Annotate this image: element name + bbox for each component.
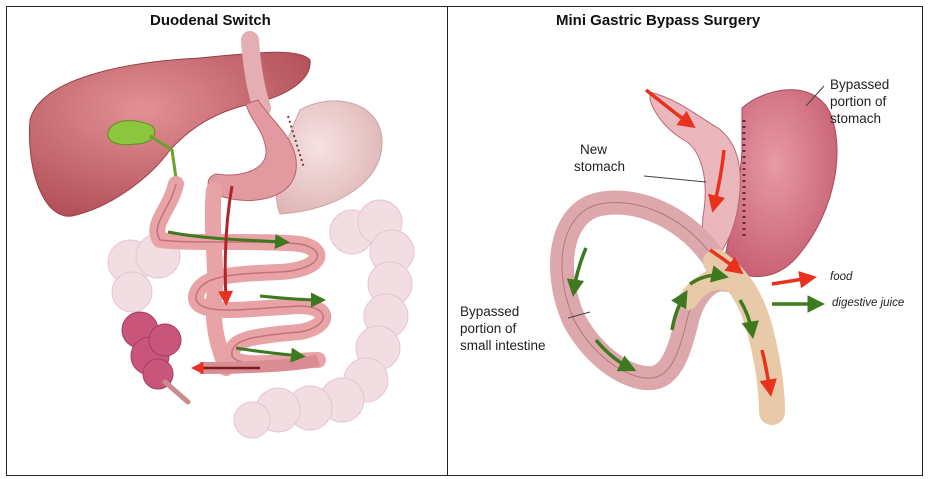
- new-stomach-label-line-1: New: [574, 141, 625, 158]
- sleeve-stomach: [208, 100, 296, 200]
- bypassed-stomach-label-line-2: portion of: [830, 93, 889, 110]
- bypassed-intestine-label-line-3: small intestine: [460, 337, 546, 354]
- duodenal-switch-illustration: [29, 40, 414, 438]
- bypassed-intestine-label-line-1: Bypassed: [460, 303, 546, 320]
- gallbladder: [108, 121, 155, 145]
- bypassed-intestine-label-line-2: portion of: [460, 320, 546, 337]
- new-stomach-label-line-2: stomach: [574, 158, 625, 175]
- bypassed-stomach-label: Bypassed portion of stomach: [830, 76, 889, 127]
- legend-juice-label: digestive juice: [832, 297, 904, 309]
- new-stomach-label: New stomach: [574, 141, 625, 175]
- bypassed-stomach-label-line-1: Bypassed: [830, 76, 889, 93]
- esophagus: [250, 40, 262, 108]
- bypassed-intestine-label: Bypassed portion of small intestine: [460, 303, 546, 354]
- legend-food-arrow: [772, 278, 810, 284]
- cecum: [122, 312, 181, 389]
- mini-gastric-bypass-illustration: [562, 86, 837, 412]
- legend-food-label: food: [830, 271, 852, 283]
- bypassed-stomach-label-line-3: stomach: [830, 110, 889, 127]
- bypassed-stomach: [724, 90, 837, 277]
- appendix: [165, 382, 188, 402]
